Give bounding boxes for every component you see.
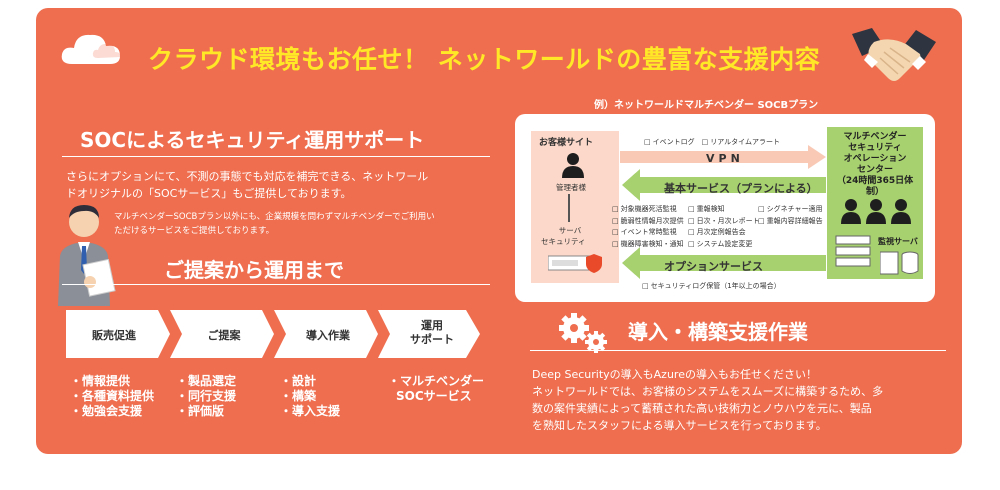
gears-icon (559, 313, 607, 353)
cloud-icon (61, 34, 121, 64)
flow-bullets-proposal: ・製品選定・同行支援・評価版 (176, 374, 237, 418)
proposal-title: ご提案から運用まで (164, 258, 344, 282)
divider (62, 156, 490, 157)
database-icon (880, 251, 919, 275)
basic-items-col2: 重報検知 日次・月次レポート 月次定例報告会 システム設定変更 (688, 204, 760, 250)
soc-center-label: マルチベンダー セキュリティ オペレーション センター （24時間365日体制） (836, 132, 914, 197)
server-security-label: サーバ (558, 226, 582, 235)
admin-person-icon (562, 153, 584, 178)
basic-items-col1: 対象機器死活監視 脆弱性情報月次提供 イベント常時監視 機器障害検知・通知 (612, 204, 684, 250)
basic-service-label: 基本サービス（プランによる） (664, 182, 818, 195)
server-icon (548, 254, 602, 273)
admin-label: 管理者様 (556, 183, 586, 192)
flow-step-sales: 販売促進 (92, 329, 136, 342)
flow-step-operation: 運用 サポート (410, 319, 454, 346)
flow-step-proposal: ご提案 (207, 329, 241, 342)
connector-line (568, 194, 570, 222)
flow-chevrons (66, 310, 480, 358)
flow-bullets-sales: ・情報提供・各種資料提供・勉強会支援 (70, 374, 155, 418)
flow-step-deploy: 導入作業 (306, 329, 350, 342)
soc-section-title: SOCによるセキュリティ運用サポート (80, 128, 425, 152)
option-service-label: オプションサービス (664, 260, 763, 273)
flow-bullets-deploy: ・設計・構築・導入支援 (280, 374, 341, 418)
divider (530, 350, 946, 351)
option-items: セキュリティログ保管（1年以上の場合） (642, 281, 781, 291)
headline: クラウド環境もお任せ！ ネットワールドの豊富な支援内容 (148, 45, 821, 74)
service-arrows (620, 145, 826, 279)
diagram-caption: 例）ネットワールドマルチベンダー SOCBプラン (594, 100, 819, 111)
businessman-icon (58, 205, 116, 306)
soc-note: マルチベンダーSOCBプラン以外にも、企業規模を問わずマルチベンダーでご利用い … (114, 212, 435, 236)
customer-site-label: お客様サイト (539, 138, 594, 148)
soc-body: さらにオプションにて、不測の事態でも対応を補完できる、ネットワール ドオリジナル… (66, 170, 429, 200)
deploy-body: Deep Securityの導入もAzureの導入もお任せください！ ネットワー… (532, 368, 884, 432)
operators-icon (841, 199, 911, 224)
vpn-items: イベントログ リアルタイムアラート (644, 137, 780, 147)
monitor-server-label: 監視サーバ (878, 237, 918, 246)
handshake-icon (852, 28, 936, 81)
basic-items-col3: シグネチャー適用 重報内容詳細報告 (758, 204, 823, 227)
vpn-label: VPN (706, 152, 744, 165)
divider (62, 284, 490, 285)
monitor-server-icon (835, 235, 871, 267)
server-security-label-2: セキュリティ (541, 237, 586, 246)
deploy-title: 導入・構築支援作業 (628, 320, 808, 344)
